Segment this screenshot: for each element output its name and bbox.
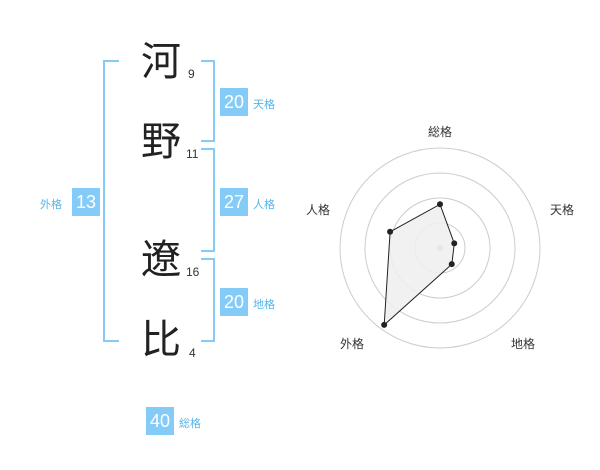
radar-ring-4: [339, 147, 541, 349]
radar-point-2: [451, 240, 458, 247]
name-char-1: 河: [141, 39, 181, 85]
name-char-3: 遼: [141, 237, 181, 283]
stroke-count-4: 4: [189, 346, 196, 360]
gaikaku-label: 外格: [40, 198, 62, 211]
chikaku-label: 地格: [253, 298, 275, 311]
soukaku-value: 40: [146, 407, 174, 435]
radar-label-soukaku: 総格: [428, 125, 453, 139]
radar-label-tenkaku: 天格: [550, 203, 575, 217]
chikaku-value: 20: [220, 288, 248, 316]
name-char-2: 野: [141, 119, 181, 165]
chikaku-bracket: [201, 258, 215, 342]
name-char-4: 比: [141, 317, 181, 363]
gaikaku-value: 13: [72, 188, 100, 216]
radar-label-chikaku: 地格: [511, 337, 536, 351]
radar-point-4: [381, 321, 388, 328]
soukaku-label: 総格: [179, 417, 201, 430]
radar-point-1: [437, 201, 443, 208]
stroke-count-3: 16: [186, 265, 200, 279]
radar-label-gaikaku: 外格: [340, 337, 365, 351]
jinkaku-label: 人格: [253, 198, 275, 211]
radar-point-5: [387, 228, 394, 235]
jinkaku-bracket: [201, 148, 215, 252]
radar-label-jinkaku: 人格: [306, 203, 331, 217]
radar-point-3: [448, 261, 455, 268]
stroke-count-2: 11: [186, 147, 199, 161]
gaikaku-bracket: [103, 60, 119, 342]
tenkaku-value: 20: [220, 88, 248, 116]
jinkaku-value: 27: [220, 188, 248, 216]
radar-ring-3: [364, 172, 516, 324]
radar-polygon: [383, 203, 455, 327]
stroke-count-1: 9: [188, 67, 195, 81]
tenkaku-bracket: [201, 60, 215, 142]
tenkaku-label: 天格: [253, 98, 275, 111]
